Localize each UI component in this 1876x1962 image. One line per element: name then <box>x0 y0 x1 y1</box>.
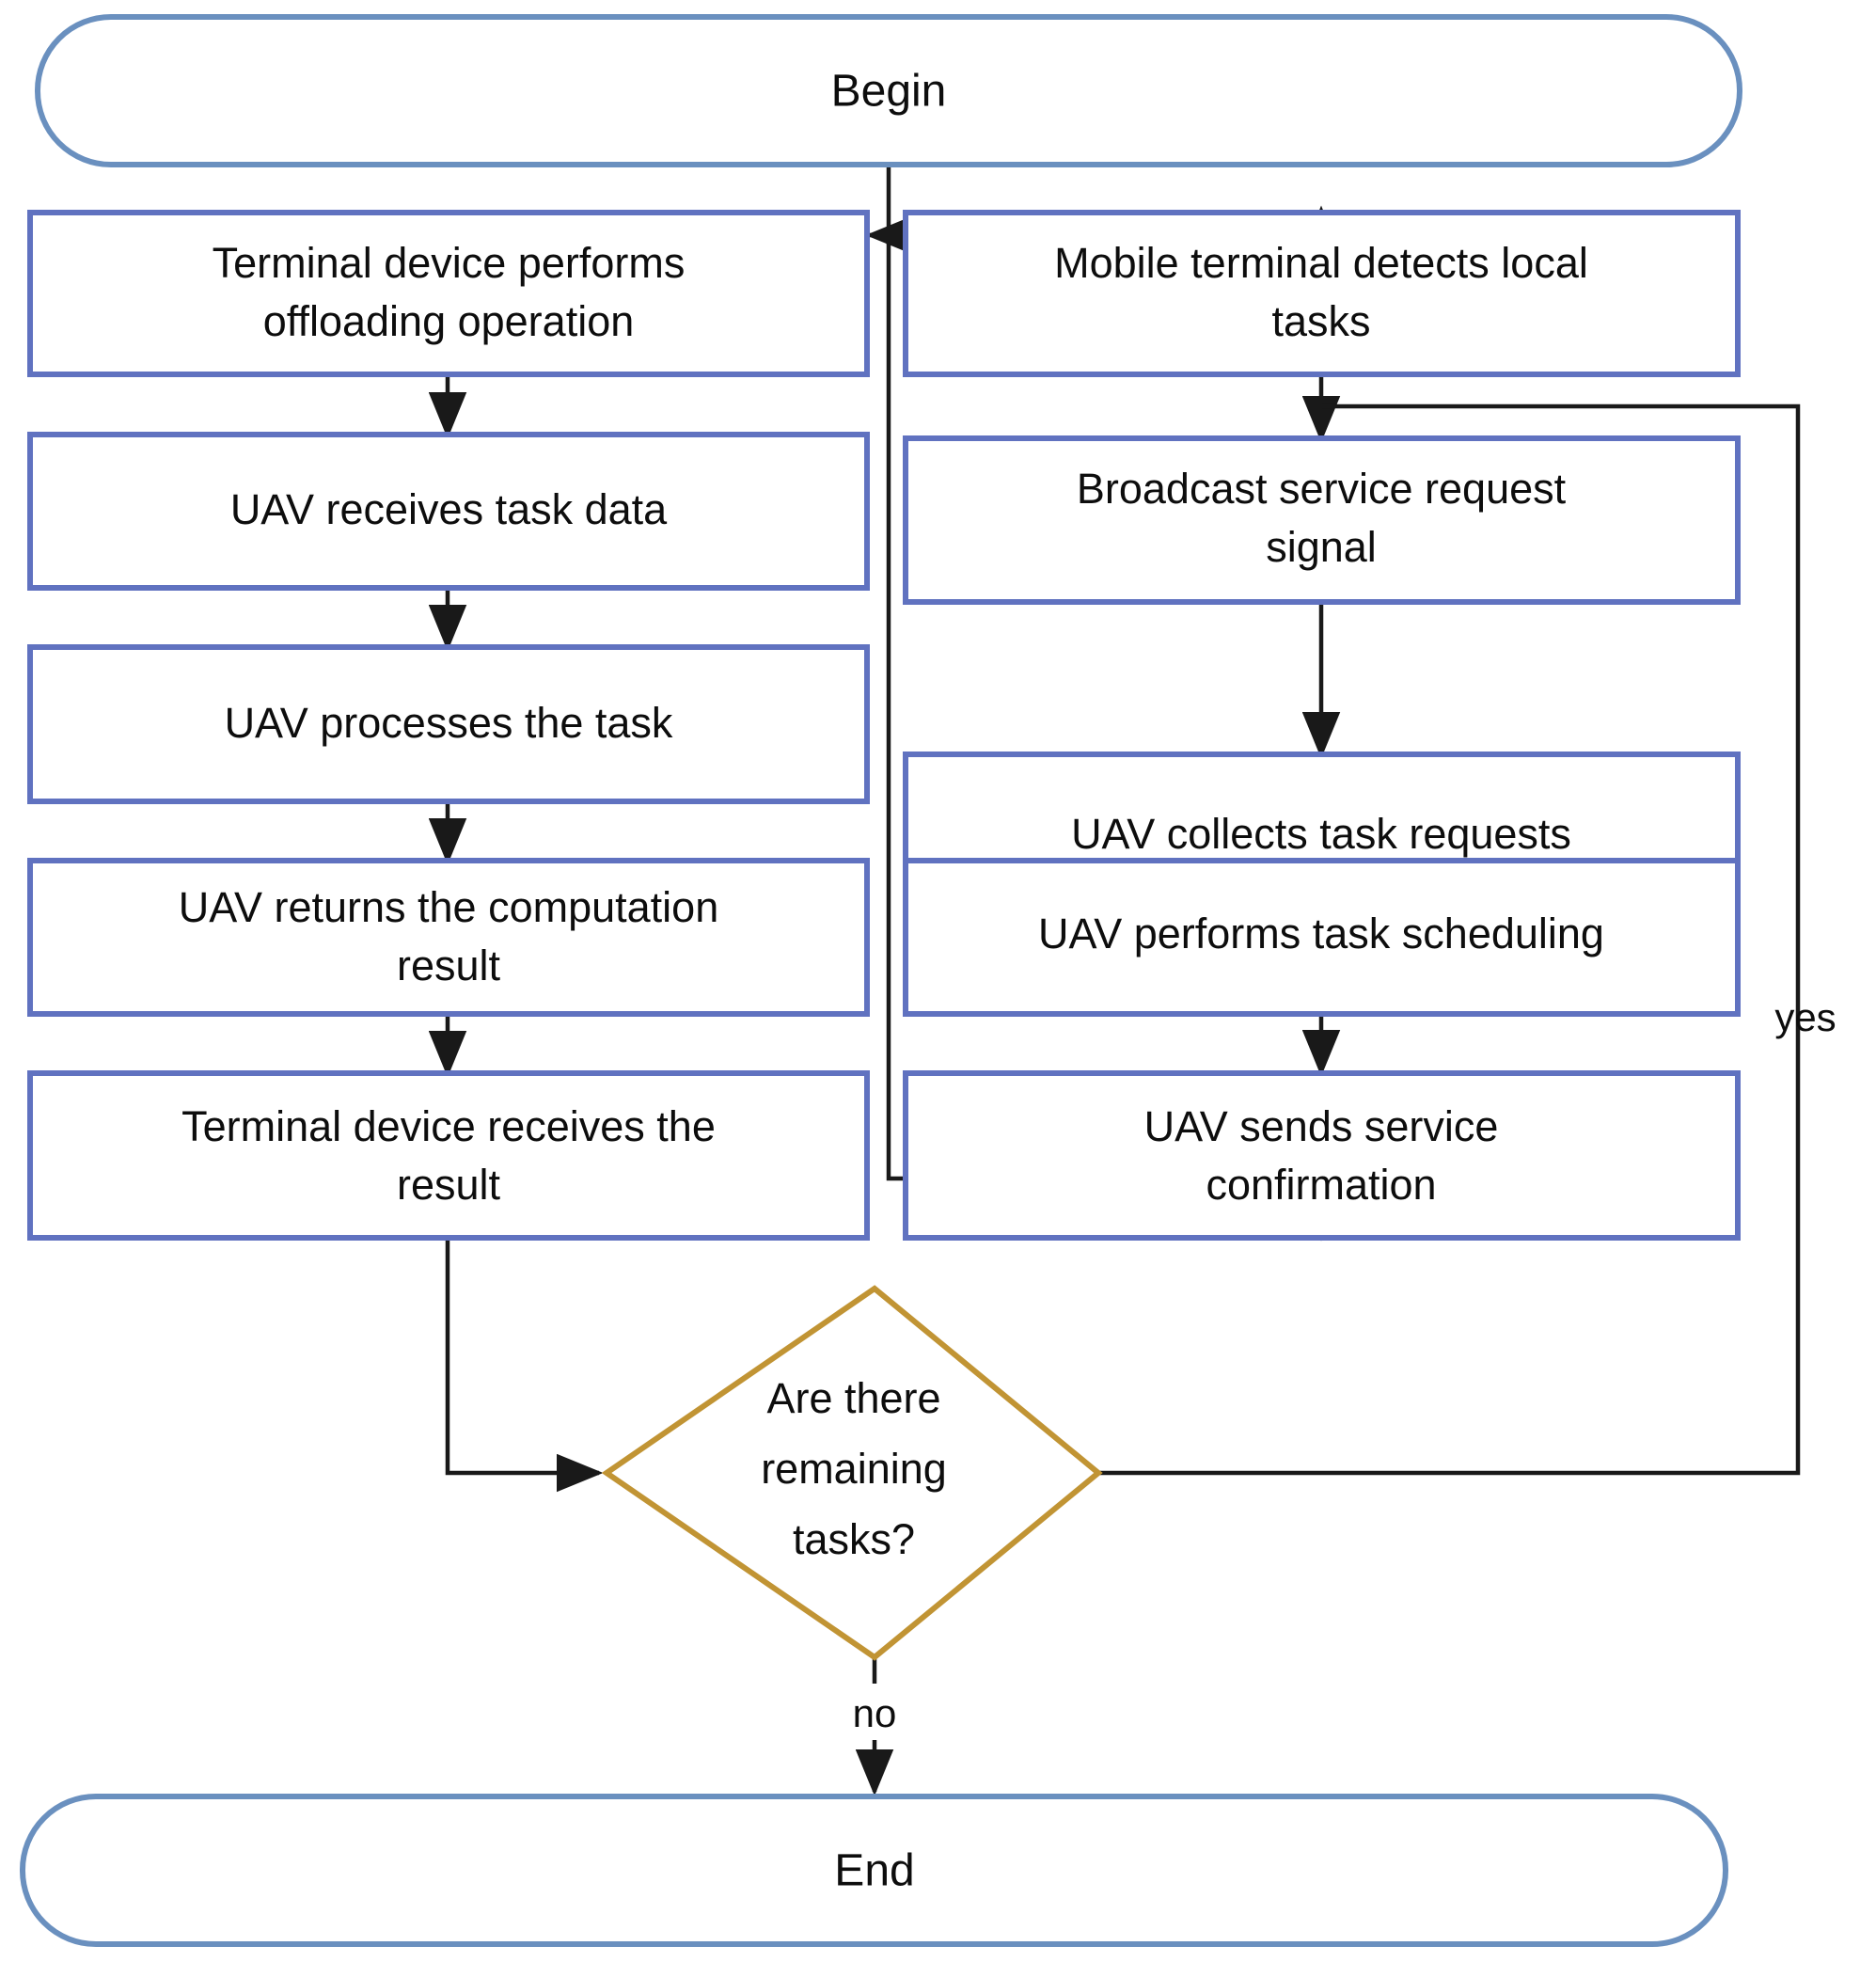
broadcast-label-line-2: signal <box>1266 523 1377 571</box>
confirmation-label-line-1: UAV sends service <box>1144 1102 1499 1150</box>
node-broadcast[interactable]: Broadcast service request signal <box>903 435 1741 605</box>
end-label: End <box>834 1846 914 1896</box>
begin-shape <box>35 14 1742 167</box>
detect-tasks-label-line-1: Mobile terminal detects local <box>1054 239 1588 287</box>
terminal-receives-label-line-2: result <box>397 1161 501 1209</box>
node-offloading[interactable]: Terminal device performs offloading oper… <box>27 210 870 377</box>
begin-label: Begin <box>831 67 947 117</box>
node-begin[interactable]: Begin <box>35 14 1742 167</box>
broadcast-label-line-1: Broadcast service request <box>1077 465 1567 513</box>
edge-label-yes: yes <box>1774 995 1836 1039</box>
return-result-label-line-2: result <box>397 941 501 989</box>
offloading-label-line-1: Terminal device performs <box>213 239 686 287</box>
decision-label-line-1: Are there <box>766 1374 940 1422</box>
decision-label-line-3: tasks? <box>793 1515 915 1563</box>
node-process-task[interactable]: UAV processes the task <box>27 644 870 804</box>
node-decision-remaining-tasks[interactable]: Are there remaining tasks? <box>601 1285 1103 1661</box>
collect-requests-label: UAV collects task requests <box>1071 810 1571 858</box>
detect-tasks-shape <box>903 210 1741 377</box>
confirmation-label-line-2: confirmation <box>1206 1161 1436 1209</box>
receive-data-shape <box>27 432 870 591</box>
detect-tasks-label-line-2: tasks <box>1271 297 1370 345</box>
decision-label-line-2: remaining <box>761 1445 947 1493</box>
offloading-shape <box>27 210 870 377</box>
node-receive-data[interactable]: UAV receives task data <box>27 432 870 591</box>
confirmation-shape <box>903 1070 1741 1241</box>
process-task-label: UAV processes the task <box>225 699 673 747</box>
edge-label-no: no <box>853 1691 897 1735</box>
edge-decision-yes-to-broadcast <box>1098 403 1801 1476</box>
receive-data-label: UAV receives task data <box>230 485 668 533</box>
terminal-receives-label-line-1: Terminal device receives the <box>181 1102 716 1150</box>
end-shape <box>20 1794 1728 1947</box>
return-result-shape <box>27 858 870 1017</box>
return-result-label-line-1: UAV returns the computation <box>179 883 718 931</box>
terminal-receives-shape <box>27 1070 870 1241</box>
broadcast-shape <box>903 435 1741 605</box>
node-end[interactable]: End <box>20 1794 1728 1947</box>
edge-terminal-receives-to-decision <box>445 1238 604 1493</box>
process-task-shape <box>27 644 870 804</box>
node-return-result[interactable]: UAV returns the computation result <box>27 858 870 1017</box>
node-scheduling[interactable]: UAV performs task scheduling <box>903 858 1741 1017</box>
decision-shape <box>601 1285 1103 1661</box>
scheduling-shape <box>903 858 1741 1017</box>
node-confirmation[interactable]: UAV sends service confirmation <box>903 1070 1741 1241</box>
node-detect-tasks[interactable]: Mobile terminal detects local tasks <box>903 210 1741 377</box>
offloading-label-line-2: offloading operation <box>263 297 635 345</box>
scheduling-label: UAV performs task scheduling <box>1038 910 1604 957</box>
node-terminal-receives[interactable]: Terminal device receives the result <box>27 1070 870 1241</box>
